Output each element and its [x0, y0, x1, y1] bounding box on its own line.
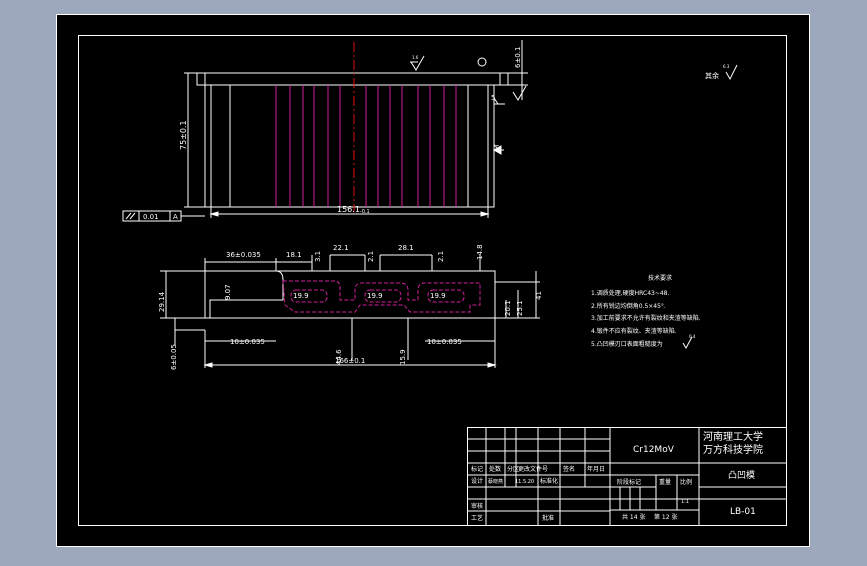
label-process: 工艺 — [471, 514, 483, 522]
plan-view — [160, 254, 540, 368]
title-block-text: Cr12MoV 河南理工大学 万方科技学院 凸凹模 LB-01 标记 处数 分区… — [471, 430, 763, 522]
plan-view-hidden-profile — [282, 280, 481, 313]
tech-item-5: 5.凸凹模刃口表面粗糙度为 — [591, 340, 663, 348]
label-change: 更改文件号 — [518, 465, 548, 473]
width-dim: 156.1-0.1 — [337, 205, 370, 215]
label-scale: 比例 — [680, 478, 692, 486]
dim-10b: 10±0.035 — [427, 338, 462, 346]
dim-44: 44.6 — [335, 349, 343, 365]
design-date: 11.5.20 — [515, 479, 534, 485]
tech-requirements: 技术要求 1.调质处理,硬度HRC43~48. 2.所有锐边均倒角0.5×45°… — [591, 274, 701, 350]
label-approve: 批准 — [542, 514, 554, 522]
roughness-other: 其余 — [705, 71, 719, 80]
dim-22: 22.1 — [333, 244, 349, 252]
inner-border — [78, 35, 787, 526]
dim-41: 41 — [535, 291, 543, 300]
dim-20: 20.1 — [504, 300, 512, 316]
designer: 蔡晓燕 — [488, 478, 503, 485]
roughness-other-symbol — [725, 64, 738, 81]
label-mark: 标记 — [471, 465, 483, 473]
tech-roughness-symbol — [682, 336, 693, 350]
school-line-1: 河南理工大学 — [703, 430, 763, 443]
label-count: 处数 — [489, 465, 501, 473]
label-review: 审核 — [471, 502, 483, 510]
flatness-ref: A — [173, 213, 178, 221]
tech-item-3: 3.加工前要求不允许有裂纹和夹渣等缺陷. — [591, 314, 701, 322]
school-line-2: 万方科技学院 — [703, 443, 763, 456]
dim-25: 25.1 — [516, 300, 524, 316]
drawing-no: LB-01 — [730, 507, 756, 517]
datum-label: A — [493, 142, 502, 150]
tech-item-1: 1.调质处理,硬度HRC43~48. — [591, 289, 670, 297]
dim-19c: 19.9 — [430, 292, 446, 300]
scale: 1:1 — [681, 499, 689, 505]
dim-9: 9.07 — [224, 284, 232, 300]
tech-item-2: 2.所有锐边均倒角0.5×45°. — [591, 302, 666, 310]
tech-item-4: 4.锻件不应有裂纹、夹渣等缺陷. — [591, 327, 677, 335]
dim-3: 3.1 — [314, 251, 322, 262]
dim-14: 14.8 — [476, 244, 484, 260]
title-block — [467, 427, 787, 526]
dim-19a: 19.9 — [293, 292, 309, 300]
label-standard: 标准化 — [540, 477, 558, 485]
dim-18: 18.1 — [286, 251, 302, 259]
label-design: 设计 — [471, 477, 483, 485]
label-date: 年月日 — [587, 465, 605, 473]
roughness-other-value: 6.3 — [723, 64, 730, 69]
dim-28: 28.1 — [398, 244, 414, 252]
tech-title: 技术要求 — [648, 274, 672, 282]
outer-border — [56, 14, 810, 547]
dim-15: 15.9 — [399, 349, 407, 365]
label-stage: 阶段标记 — [617, 478, 641, 486]
front-view-hidden-lines — [275, 85, 457, 207]
label-zone: 分区 — [507, 465, 519, 473]
roughness-top-value: 1.6 — [412, 55, 419, 60]
dim-2a: 2.1 — [367, 251, 375, 262]
dim-36: 36±0.035 — [226, 251, 261, 259]
part-name: 凸凹模 — [728, 470, 755, 481]
top-dim: 6±0.1 — [514, 47, 522, 68]
dim-29: 29.14 — [158, 291, 166, 312]
front-view — [122, 40, 528, 222]
material: Cr12MoV — [633, 445, 675, 455]
dim-2b: 2.1 — [437, 251, 445, 262]
tech-item-5-value: 0.4 — [689, 334, 696, 339]
paper — [56, 14, 810, 547]
flatness-tol: 0.01 — [143, 213, 159, 221]
dim-6: 6±0.05 — [170, 344, 178, 370]
dim-19b: 19.9 — [367, 292, 383, 300]
dim-166: 166±0.1 — [335, 357, 365, 365]
right-dim: 5 — [491, 94, 495, 102]
height-dim: 75±0.1 — [179, 120, 188, 150]
sheet-no: 第 12 张 — [654, 513, 677, 521]
plan-view-dims: 36±0.035 18.1 3.1 22.1 28.1 2.1 2.1 14.8… — [158, 244, 543, 370]
label-weight: 重量 — [659, 478, 671, 486]
label-sign: 签名 — [563, 465, 575, 473]
sheets-total: 共 14 张 — [622, 513, 645, 521]
dim-10a: 10±0.035 — [230, 338, 265, 346]
